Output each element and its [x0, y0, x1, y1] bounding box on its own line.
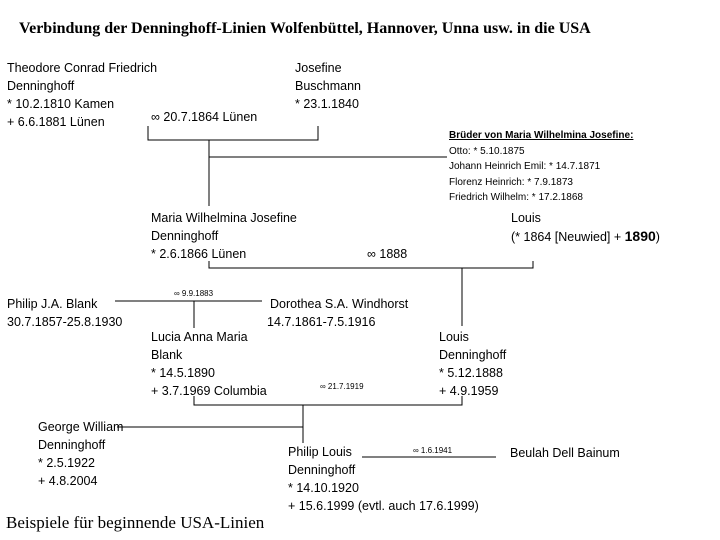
- person-life: 30.7.1857-25.8.1930: [7, 315, 123, 329]
- person-surname: Denninghoff: [439, 348, 507, 362]
- brothers-heading: Brüder von Maria Wilhelmina Josefine:: [449, 130, 634, 141]
- person-name: Lucia Anna Maria: [151, 330, 248, 344]
- person-philip-louis: Philip Louis Denninghoff * 14.10.1920 + …: [288, 443, 479, 515]
- marriage-date-theodore-josefine: ∞ 20.7.1864 Lünen: [151, 110, 258, 124]
- marriage-date-philip-dorothea: ∞ 9.9.1883: [174, 289, 214, 298]
- person-lucia: Lucia Anna Maria Blank * 14.5.1890 + 3.7…: [151, 328, 267, 400]
- person-name: Maria Wilhelmina Josefine: [151, 211, 297, 225]
- person-name: Dorothea S.A. Windhorst: [270, 297, 409, 311]
- person-life: (* 1864 [Neuwied] + 1890): [511, 227, 660, 246]
- brother-item: Johann Heinrich Emil: * 14.7.1871: [449, 161, 601, 172]
- person-surname: Denninghoff: [288, 463, 356, 477]
- marriage-line-maria-louis: [208, 261, 534, 269]
- person-death: + 4.9.1959: [439, 384, 499, 398]
- person-surname: Denninghoff: [151, 229, 219, 243]
- footer-caption: Beispiele für beginnende USA-Linien: [6, 513, 265, 532]
- person-life: 14.7.1861-7.5.1916: [267, 315, 376, 329]
- person-life-text: (* 1864 [Neuwied] +: [511, 230, 625, 244]
- marriage-date-philip-beulah: ∞ 1.6.1941: [413, 446, 453, 455]
- person-surname: Blank: [151, 348, 183, 362]
- person-surname: Denninghoff: [38, 438, 106, 452]
- person-surname: Buschmann: [295, 79, 362, 93]
- person-surname: Denninghoff: [7, 79, 75, 93]
- person-life-close: ): [655, 230, 660, 244]
- brother-item: Otto: * 5.10.1875: [449, 145, 525, 157]
- brother-item: Florenz Heinrich: * 7.9.1873: [449, 176, 573, 188]
- person-theodore: Theodore Conrad Friedrich Denninghoff * …: [7, 59, 157, 131]
- brothers-list: Brüder von Maria Wilhelmina Josefine: Ot…: [449, 128, 633, 206]
- person-birth: * 2.6.1866 Lünen: [151, 247, 247, 261]
- person-death: + 3.7.1969 Columbia: [151, 384, 267, 398]
- marriage-line-theodore-josefine: [147, 126, 319, 141]
- person-birth: * 10.2.1810 Kamen: [7, 97, 115, 111]
- person-name: Theodore Conrad Friedrich: [7, 61, 158, 75]
- person-birth: * 23.1.1840: [295, 97, 359, 111]
- person-josefine: Josefine Buschmann * 23.1.1840: [295, 59, 361, 113]
- person-birth: * 14.5.1890: [151, 366, 215, 380]
- brother-item: Friedrich Wilhelm: * 17.2.1868: [449, 192, 583, 203]
- page-title: Verbindung der Denninghoff-Linien Wolfen…: [19, 20, 591, 37]
- person-name: Philip Louis: [288, 445, 352, 459]
- person-louis-jr: Louis Denninghoff * 5.12.1888 + 4.9.1959: [439, 328, 506, 400]
- person-death-year: 1890: [624, 228, 656, 244]
- person-name: Philip J.A. Blank: [7, 297, 98, 311]
- person-maria: Maria Wilhelmina Josefine Denninghoff * …: [151, 209, 297, 263]
- person-birth: * 2.5.1922: [38, 456, 95, 470]
- person-name: Louis: [439, 330, 469, 344]
- person-birth: * 14.10.1920: [288, 481, 359, 495]
- person-dorothea: Dorothea S.A. Windhorst 14.7.1861-7.5.19…: [267, 295, 409, 331]
- person-name: George William: [38, 420, 124, 434]
- marriage-date-maria-louis: ∞ 1888: [367, 247, 408, 261]
- person-name: Josefine: [295, 61, 342, 75]
- person-death: + 6.6.1881 Lünen: [7, 115, 105, 129]
- person-death: + 4.8.2004: [38, 474, 98, 488]
- person-philip-blank: Philip J.A. Blank 30.7.1857-25.8.1930: [7, 295, 122, 331]
- person-name: Beulah Dell Bainum: [510, 446, 620, 460]
- person-name: Louis: [511, 211, 541, 225]
- marriage-date-lucia-louis: ∞ 21.7.1919: [320, 382, 364, 391]
- person-birth: * 5.12.1888: [439, 366, 503, 380]
- person-beulah: Beulah Dell Bainum: [510, 444, 620, 462]
- marriage-line-lucia-louis: [193, 396, 463, 406]
- person-death: + 15.6.1999 (evtl. auch 17.6.1999): [288, 499, 479, 513]
- person-george: George William Denninghoff * 2.5.1922 + …: [38, 418, 123, 490]
- person-louis-sr: Louis (* 1864 [Neuwied] + 1890): [511, 209, 660, 246]
